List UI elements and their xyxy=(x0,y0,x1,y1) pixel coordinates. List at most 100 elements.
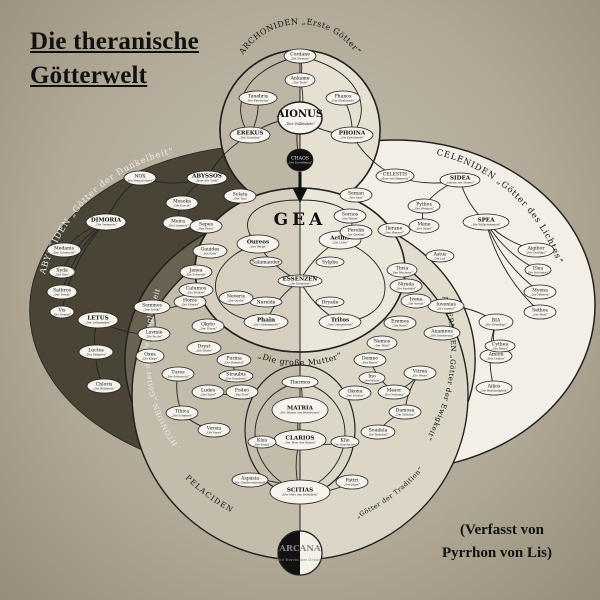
deity-eremos[interactable]: Eremos„Die Ruhe“ xyxy=(383,315,417,331)
deity-sophia[interactable]: Soudela„Die Wahrheit“ xyxy=(360,424,396,440)
deity-phanos-name: Phanos xyxy=(335,94,353,100)
deity-perolin[interactable]: Perolin„Die Quellen“ xyxy=(339,224,373,240)
sweep-curve-6 xyxy=(240,55,301,136)
deity-thermos[interactable]: Thermos xyxy=(281,375,319,389)
deity-letus[interactable]: LETUS„Der Lethargiker“ xyxy=(77,311,119,329)
deity-cordane[interactable]: Cordane„Die Strenge“ xyxy=(283,48,317,64)
deity-fodeo[interactable]: Fodeo„Das Gold“ xyxy=(225,384,259,400)
deity-cythea[interactable]: Cythea„Die Reine“ xyxy=(484,339,516,353)
deity-dryst[interactable]: Dryst„Die Dürre“ xyxy=(186,340,222,356)
deity-phain[interactable]: Phain„Die Lebensmacht“ xyxy=(243,313,289,331)
deity-luctos[interactable]: Luctos„Der Kämpfer“ xyxy=(78,344,114,360)
deity-pythos[interactable]: Pythos„Die Weisheit“ xyxy=(407,198,441,214)
deity-phoina[interactable]: PHOINA„Die Erhellende“ xyxy=(330,126,374,144)
deity-phanos[interactable]: Phanos„Der Strahlende“ xyxy=(325,90,361,106)
deity-tritos[interactable]: Tritos„Der Urkontinent“ xyxy=(318,313,362,331)
deity-sornos[interactable]: Sornos„Die Winde“ xyxy=(333,208,367,224)
deity-semmos[interactable]: Semmos„Der Schlaf“ xyxy=(133,299,171,315)
deity-vis[interactable]: Vis„Die Gewalt“ xyxy=(49,305,75,319)
deity-bia[interactable]: BIA„Die Gewaltige“ xyxy=(478,313,514,331)
deity-abyssos[interactable]: ABYSSOS„Herr der Tiefe“ xyxy=(186,170,228,186)
deity-kius[interactable]: Kius„Die Kunst“ xyxy=(247,435,277,449)
deity-sepes[interactable]: Sepes„Das Feuer“ xyxy=(189,218,223,234)
deity-scitias[interactable]: SCITIAS„Der Herr des Gelehrten“ xyxy=(269,479,331,505)
deity-odes[interactable]: Oxes„Die Klage“ xyxy=(135,348,165,364)
deity-versia[interactable]: Versia„Die Verse“ xyxy=(197,422,231,438)
deity-ankame[interactable]: Ankame„Die Tiefe“ xyxy=(284,72,316,88)
deity-nereide-name: Nereide xyxy=(257,300,276,306)
deity-iuvenias[interactable]: Iuvenias„Die Jugend“ xyxy=(427,298,465,314)
deity-aigibor[interactable]: Aigibor„Der Gnädige“ xyxy=(517,242,555,258)
deity-sathros[interactable]: Sathros„Der Verrat“ xyxy=(46,284,78,300)
deity-okyto[interactable]: Okyto„Der Sturm“ xyxy=(191,318,225,334)
deity-janea[interactable]: Janea„Die Schwelle“ xyxy=(179,264,213,280)
deity-mesor[interactable]: Mesor„Die Ordnung“ xyxy=(377,384,411,400)
deity-ilerane[interactable]: Ilerane„Der Himmel“ xyxy=(377,222,411,238)
deity-nireda[interactable]: Nireda„Die Seefahrt“ xyxy=(389,278,423,294)
deity-neveris[interactable]: Neveris„Die Quelle“ xyxy=(218,290,254,306)
deity-demeo[interactable]: Demeo„Der Bauer“ xyxy=(353,352,387,368)
deity-damosa[interactable]: Damosa„Die Stiftung“ xyxy=(388,404,422,420)
deity-ailios[interactable]: Ailios„Die Beständigkeit“ xyxy=(475,380,513,396)
deity-chaos[interactable]: CHAOS„Die Unordnung“ xyxy=(286,148,314,172)
deity-solata[interactable]: Solata„Der Tag“ xyxy=(223,188,257,204)
deity-ivena[interactable]: Ivena„Die Anmut“ xyxy=(400,293,432,309)
deity-gauides[interactable]: Gauides„Die Erde“ xyxy=(192,243,228,259)
deity-nemos[interactable]: Nemos„Der Wald“ xyxy=(366,335,398,351)
deity-moira[interactable]: Moira„Die Lügnerin“ xyxy=(162,215,194,231)
deity-nox[interactable]: NOX„Die Verschleierte“ xyxy=(123,170,157,186)
deity-matria[interactable]: MATRIA„Die Herrin des Herdfeuers“ xyxy=(271,396,329,424)
deity-celestis[interactable]: CELESTIS„Herr des Himmels“ xyxy=(375,168,415,184)
deity-horos[interactable]: Horos„Die Stunde“ xyxy=(173,294,207,310)
deity-dryade[interactable]: Dryade xyxy=(315,296,345,308)
deity-salamandra[interactable]: Salamander xyxy=(249,256,283,268)
deity-turos[interactable]: Turos„Die Sehnsucht“ xyxy=(161,366,195,382)
deity-sylphe[interactable]: Sylphe xyxy=(315,256,345,268)
deity-anamnos[interactable]: Anamnos„Die Erinnerung“ xyxy=(423,325,461,341)
deity-dimoria[interactable]: DIMORIA„Die Verwirrte“ xyxy=(85,213,127,231)
deity-ludes-name: Ludes xyxy=(201,388,216,394)
sweep-curve-7 xyxy=(299,55,362,136)
deity-ludes[interactable]: Ludes„Das Spiel“ xyxy=(191,384,225,400)
deity-erekus[interactable]: EREKUS„Der Schatten“ xyxy=(229,126,271,144)
deity-amion[interactable]: Amion„Der Lenker“ xyxy=(479,348,513,364)
deity-janea-frame xyxy=(179,264,213,280)
deity-strauba[interactable]: Straubis„Der Ergebene“ xyxy=(218,369,254,383)
deity-essenzen[interactable]: ESSENZEN„Die Elemente“ xyxy=(277,274,323,288)
deity-xyda[interactable]: Xyda„Die Gier“ xyxy=(48,265,76,279)
arcana-node[interactable]: ARCANA „Die Herrin der Geister“ xyxy=(275,530,325,576)
deity-elea[interactable]: Elea„Die Schönheit“ xyxy=(524,263,552,277)
deity-fattri[interactable]: Fattri„Der Jäger“ xyxy=(335,474,369,490)
deity-aionus[interactable]: AIONUS„Der Vollendete“ xyxy=(276,101,323,135)
deity-horos-name: Horos xyxy=(183,298,198,304)
deity-vitrea[interactable]: Vitrea„Die Weise“ xyxy=(403,365,437,381)
deity-lavmie[interactable]: Lavmie„Die Suche“ xyxy=(137,326,171,342)
deity-tenebris[interactable]: Tenebris„Die Finsternis“ xyxy=(238,90,278,106)
deity-okona[interactable]: Okona„Der Dichter“ xyxy=(338,385,372,401)
deity-purina[interactable]: Purina„Die Reinheit“ xyxy=(216,352,252,368)
deity-medanis[interactable]: Medanis„Der Schwindel“ xyxy=(46,242,82,258)
deity-purina-frame xyxy=(216,352,252,368)
deity-thria[interactable]: Thria„Das Wachsen“ xyxy=(386,262,418,278)
deity-medanis-frame xyxy=(46,242,82,258)
deity-chloris[interactable]: Chloris„Die Blühende“ xyxy=(86,378,122,394)
deity-calumos[interactable]: Calumos„Die Wolken“ xyxy=(178,282,214,298)
deity-klio[interactable]: Klio„Die Geschichte“ xyxy=(330,435,360,449)
deity-seman[interactable]: Seman„Die Saat“ xyxy=(339,187,373,203)
deity-myena[interactable]: Myena„Die Hüterin“ xyxy=(523,284,557,300)
deity-sornos-frame xyxy=(333,208,367,224)
deity-nereide[interactable]: Nereide xyxy=(249,296,283,308)
deity-aspasia[interactable]: Aspasia„Die Gastfreundschaft“ xyxy=(231,472,269,488)
deity-ludes-epithet: „Das Spiel“ xyxy=(200,393,217,397)
deity-mene[interactable]: Mene„Der Mond“ xyxy=(408,218,440,234)
deity-odes-frame xyxy=(135,348,165,364)
deity-ino[interactable]: Ino„Die Witwe“ xyxy=(358,371,386,385)
deity-spea[interactable]: SPEA„Die Willkommende“ xyxy=(462,213,510,231)
deity-oureos[interactable]: Oureos„Der Berge“ xyxy=(236,234,280,254)
deity-sethos[interactable]: Sethos„Der Held“ xyxy=(523,304,557,320)
deity-astus[interactable]: Astus„Die List“ xyxy=(425,249,455,263)
deity-clarios[interactable]: CLARIOS„Der Herr der Musen“ xyxy=(273,429,327,451)
deity-mesoka[interactable]: Mesoka„Die Furcht“ xyxy=(165,195,199,211)
deity-sidea[interactable]: SIDEA„Herrin der Sterne“ xyxy=(439,172,481,188)
deity-tibica[interactable]: Tibica„Die Schalmei“ xyxy=(165,405,199,421)
